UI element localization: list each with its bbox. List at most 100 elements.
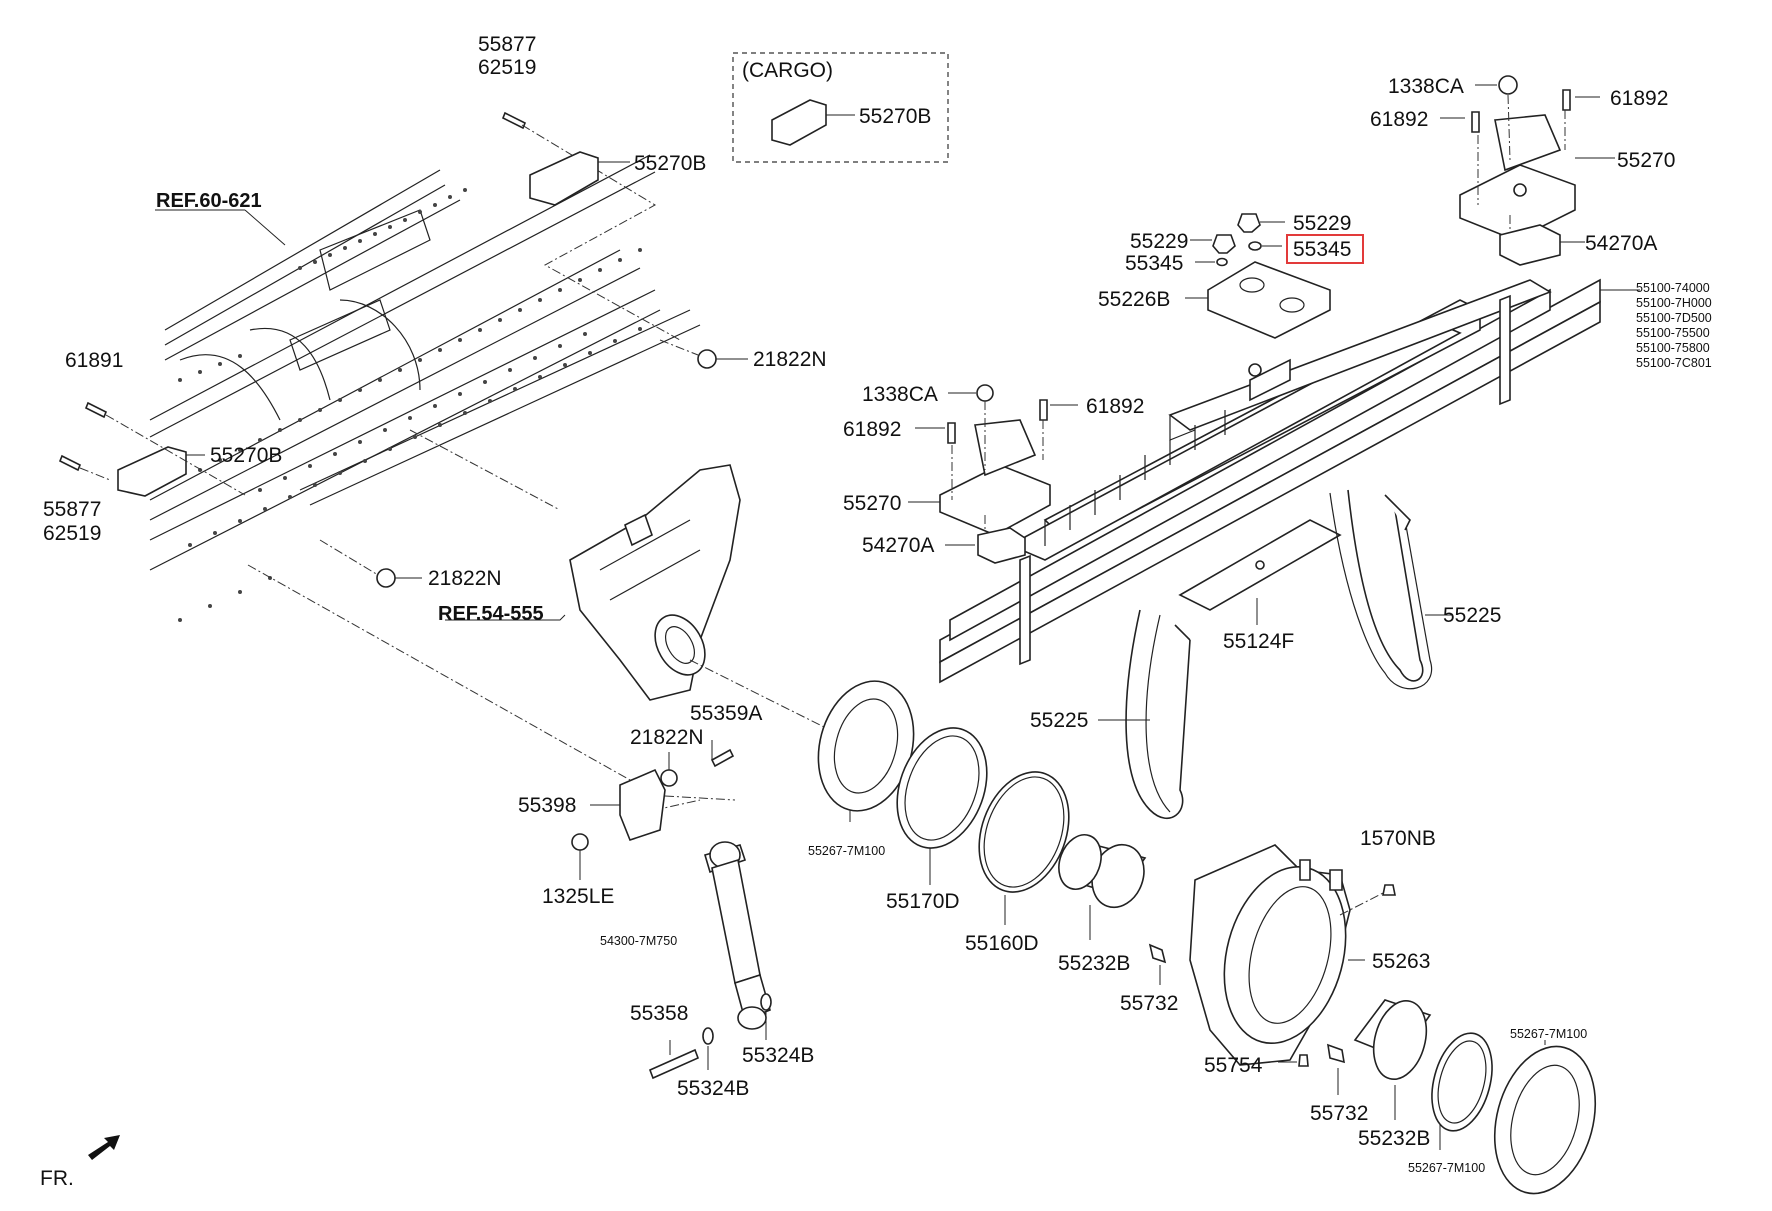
- pin-55732-b: [1327, 1043, 1345, 1064]
- frame-rails: [149, 154, 701, 622]
- label-55270B-top[interactable]: 55270B: [634, 152, 706, 175]
- label-1338CA-top[interactable]: 1338CA: [1388, 75, 1464, 98]
- pad-54270A-top: [1499, 224, 1561, 266]
- leaf-spring: [939, 278, 1601, 684]
- bolt-55877-left: [58, 454, 82, 472]
- bolt-61892-top-r: [1562, 89, 1571, 111]
- label-55345-highlighted[interactable]: 55345: [1293, 238, 1351, 261]
- bolt-61892-mid-l: [947, 422, 956, 444]
- cargo-bracket: [771, 99, 827, 146]
- highlight-box-55345: [1286, 234, 1364, 264]
- nut-55229-r: [1237, 213, 1261, 233]
- label-21822N-b[interactable]: 21822N: [428, 567, 502, 590]
- label-54270A-top[interactable]: 54270A: [1585, 232, 1657, 255]
- nut-21822N-b: [376, 568, 396, 588]
- label-61891[interactable]: 61891: [65, 349, 123, 372]
- washer-55345-r: [1248, 241, 1262, 251]
- knuckle-assembly: [569, 464, 741, 701]
- label-61892-top-l[interactable]: 61892: [1370, 108, 1428, 131]
- front-arrow-icon: [88, 1135, 120, 1160]
- label-1338CA-mid[interactable]: 1338CA: [862, 383, 938, 406]
- pad-54270A-mid: [977, 527, 1026, 564]
- label-55398[interactable]: 55398: [518, 794, 576, 817]
- label-55324B-a[interactable]: 55324B: [742, 1044, 814, 1067]
- bolt-61891: [84, 401, 108, 419]
- spring-code-3[interactable]: 55100-75500: [1636, 326, 1710, 340]
- bolt-55877-top: [501, 111, 527, 130]
- label-55229-l[interactable]: 55229: [1130, 230, 1188, 253]
- label-55270-top[interactable]: 55270: [1617, 149, 1675, 172]
- label-55267-7M100-b[interactable]: 55267-7M100: [1408, 1161, 1485, 1175]
- label-55263[interactable]: 55263: [1372, 950, 1430, 973]
- bolt-55358: [648, 1048, 700, 1080]
- bracket-55270B-top: [529, 151, 599, 206]
- label-1570NB[interactable]: 1570NB: [1360, 827, 1436, 850]
- spring-code-2[interactable]: 55100-7D500: [1636, 311, 1712, 325]
- label-62519-top[interactable]: 62519: [478, 56, 536, 79]
- bracket-55398: [619, 768, 666, 841]
- label-55358[interactable]: 55358: [630, 1002, 688, 1025]
- seat-55226B: [1207, 261, 1331, 339]
- nut-1325LE: [571, 833, 589, 851]
- spring-code-5[interactable]: 55100-7C801: [1636, 356, 1712, 370]
- label-54300-7M750[interactable]: 54300-7M750: [600, 934, 677, 948]
- shock-absorber: [704, 841, 771, 1030]
- label-55359A[interactable]: 55359A: [690, 702, 762, 725]
- label-55270B-left[interactable]: 55270B: [210, 444, 282, 467]
- shim-55267-b: [1431, 1032, 1493, 1132]
- label-21822N-c[interactable]: 21822N: [630, 726, 704, 749]
- u-bolt-55225-b: [1125, 609, 1191, 819]
- label-54270A-mid[interactable]: 54270A: [862, 534, 934, 557]
- label-55732-a[interactable]: 55732: [1120, 992, 1178, 1015]
- label-55270-mid[interactable]: 55270: [843, 492, 901, 515]
- label-55324B-b[interactable]: 55324B: [677, 1077, 749, 1100]
- label-61892-mid-l[interactable]: 61892: [843, 418, 901, 441]
- pin-55732-a: [1148, 943, 1167, 964]
- label-55229-r[interactable]: 55229: [1293, 212, 1351, 235]
- label-55225-a[interactable]: 55225: [1030, 709, 1088, 732]
- shim-55267-c: [1493, 1045, 1597, 1195]
- label-55170D[interactable]: 55170D: [886, 890, 960, 913]
- label-61892-mid-r[interactable]: 61892: [1086, 395, 1144, 418]
- label-55226B[interactable]: 55226B: [1098, 288, 1170, 311]
- u-bolt-55225-a: [1329, 489, 1433, 690]
- label-55267-7M100-a[interactable]: 55267-7M100: [808, 844, 885, 858]
- clamp-55270-top: [1459, 114, 1576, 241]
- bushing-55232B-a: [1058, 834, 1147, 909]
- label-62519-left[interactable]: 62519: [43, 522, 101, 545]
- label-cargo: (CARGO): [742, 59, 833, 82]
- spring-code-4[interactable]: 55100-75800: [1636, 341, 1710, 355]
- spring-code-0[interactable]: 55100-74000: [1636, 281, 1710, 295]
- label-55124F[interactable]: 55124F: [1223, 630, 1294, 653]
- bolt-61892-mid-r: [1039, 399, 1048, 421]
- label-55345[interactable]: 55345: [1125, 252, 1183, 275]
- label-55225-b[interactable]: 55225: [1443, 604, 1501, 627]
- label-fr: FR.: [40, 1167, 74, 1190]
- bolt-55754: [1298, 1054, 1309, 1067]
- label-55732-b[interactable]: 55732: [1310, 1102, 1368, 1125]
- label-1325LE[interactable]: 1325LE: [542, 885, 614, 908]
- ref-arrow-frame: [244, 209, 286, 246]
- seal-55160D: [978, 771, 1070, 893]
- label-55754[interactable]: 55754: [1204, 1054, 1263, 1077]
- label-61892-top-r[interactable]: 61892: [1610, 87, 1668, 110]
- label-21822N-a[interactable]: 21822N: [753, 348, 827, 371]
- nut-21822N-c: [660, 769, 678, 787]
- label-55232B-a[interactable]: 55232B: [1058, 952, 1130, 975]
- bushing-55232B-b: [1353, 999, 1432, 1080]
- label-55270B-cargo[interactable]: 55270B: [859, 105, 931, 128]
- label-55877-top[interactable]: 55877: [478, 33, 536, 56]
- label-55232B-b[interactable]: 55232B: [1358, 1127, 1430, 1150]
- ref-knuckle-link[interactable]: REF.54-555: [438, 603, 544, 625]
- ref-frame-link[interactable]: REF.60-621: [156, 190, 262, 212]
- bolt-61892-top-l: [1471, 111, 1480, 133]
- spring-code-1[interactable]: 55100-7H000: [1636, 296, 1712, 310]
- label-55877-left[interactable]: 55877: [43, 498, 101, 521]
- label-55267-7M100-c[interactable]: 55267-7M100: [1510, 1027, 1587, 1041]
- label-55160D[interactable]: 55160D: [965, 932, 1039, 955]
- nut-55229-l: [1212, 234, 1236, 254]
- washer-55345-l: [1216, 257, 1228, 267]
- washer-55324B-b: [760, 993, 772, 1011]
